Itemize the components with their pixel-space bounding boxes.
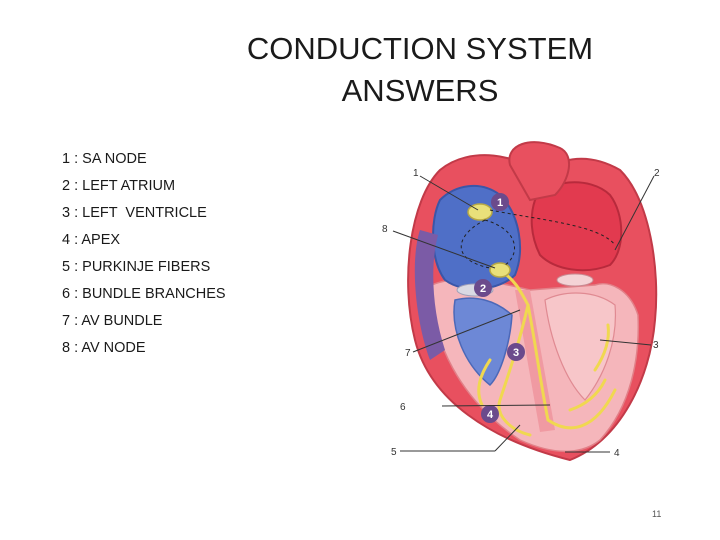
callout-6: 6 — [400, 402, 406, 413]
callout-5: 5 — [391, 447, 397, 458]
marker-4: 4 — [481, 405, 499, 423]
callout-4: 4 — [614, 448, 620, 459]
answer-item-2: 2 : LEFT ATRIUM — [62, 178, 176, 194]
leader-lines — [392, 175, 655, 453]
heart-conduction-diagram: 1 2 3 4 1 2 3 4 5 6 7 8 — [370, 140, 700, 470]
title-line-2: ANSWERS — [341, 73, 499, 108]
title-line-1: CONDUCTION SYSTEM — [246, 31, 594, 66]
heart-illustration: 1 2 3 4 1 2 3 4 5 6 7 8 — [382, 141, 660, 462]
callout-7: 7 — [405, 348, 411, 359]
callout-3: 3 — [653, 340, 659, 351]
callout-1: 1 — [413, 168, 419, 179]
answer-item-3: 3 : LEFT VENTRICLE — [62, 205, 207, 221]
callout-8: 8 — [382, 224, 388, 235]
answer-item-1: 1 : SA NODE — [62, 151, 147, 167]
signal-arrows — [460, 209, 616, 269]
left-ventricle — [544, 292, 617, 401]
left-atrium — [530, 181, 623, 272]
page-number: 11 — [652, 509, 662, 519]
svg-text:2: 2 — [480, 283, 486, 295]
marker-1: 1 — [491, 193, 509, 211]
svg-text:4: 4 — [487, 409, 494, 421]
right-ventricle — [453, 297, 513, 387]
marker-3: 3 — [507, 343, 525, 361]
posterior-wall — [414, 230, 445, 360]
svg-text:3: 3 — [513, 347, 519, 359]
answer-list: 1 : SA NODE 2 : LEFT ATRIUM 3 : LEFT VEN… — [62, 146, 226, 362]
answer-item-7: 7 : AV BUNDLE — [62, 313, 163, 329]
valve-right — [556, 273, 594, 287]
answer-item-4: 4 : APEX — [62, 232, 121, 248]
conduction-pathway — [477, 268, 617, 437]
callout-2: 2 — [654, 168, 660, 179]
aorta — [508, 141, 570, 202]
answer-item-6: 6 : BUNDLE BRANCHES — [62, 286, 226, 302]
av-node — [489, 262, 511, 278]
slide-title: CONDUCTION SYSTEM ANSWERS — [200, 28, 640, 112]
answer-item-8: 8 : AV NODE — [62, 340, 146, 356]
marker-2: 2 — [474, 279, 492, 297]
svg-text:1: 1 — [497, 197, 503, 209]
answer-item-5: 5 : PURKINJE FIBERS — [62, 259, 211, 275]
